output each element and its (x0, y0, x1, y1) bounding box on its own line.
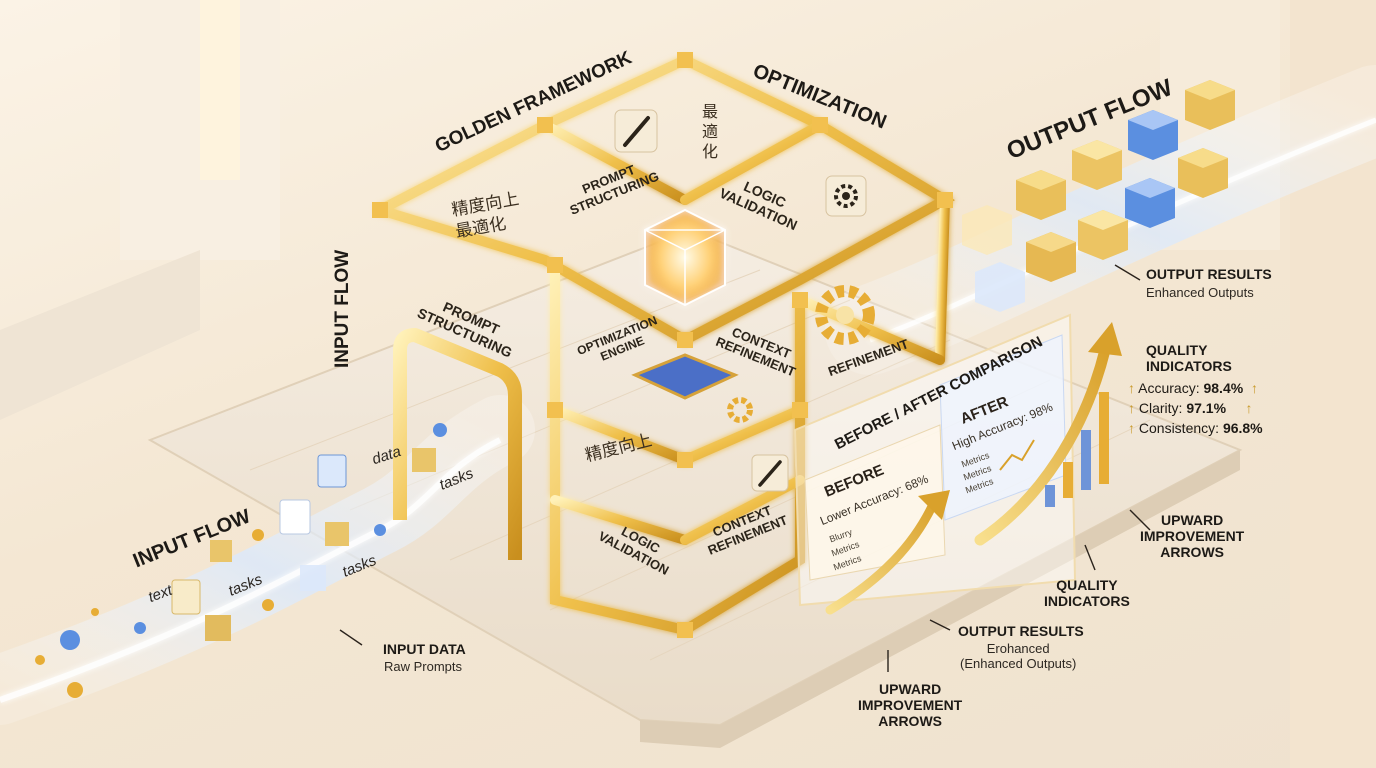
output-cube (975, 262, 1025, 312)
up-arrow-icon: ↑ (1128, 380, 1135, 396)
chip-icon (631, 353, 739, 400)
output-cube (1178, 148, 1228, 198)
input-data-title: INPUT DATA (383, 641, 466, 657)
growth-arrow-icon (974, 344, 1111, 546)
golden-cube-frame (375, 54, 956, 636)
document-icon (279, 499, 311, 535)
quality-indicators-title: QUALITY INDICATORS (1146, 342, 1232, 374)
cube-icon (300, 565, 326, 591)
upward-arrows-callout-right: UPWARD IMPROVEMENT ARROWS (1140, 512, 1245, 560)
quality-row-accuracy: ↑ Accuracy: 98.4% ↑ (1128, 380, 1258, 396)
output-cubes (962, 80, 1235, 312)
input-flow-core (0, 437, 502, 703)
brush-icon-lower (751, 454, 789, 492)
up-arrow-icon: ↑ (1128, 420, 1135, 436)
up-arrow-icon: ↑ (1128, 400, 1135, 416)
brush-icon (614, 109, 658, 153)
up-arrow-icon: ↑ (1229, 400, 1253, 416)
output-cube (962, 205, 1012, 255)
document-icon (171, 579, 201, 615)
growth-arrow-icon (825, 495, 940, 615)
cube-icon (325, 522, 349, 546)
comparison-panel (793, 313, 1122, 615)
input-data-sub: Raw Prompts (384, 659, 463, 674)
main-platform (147, 228, 1243, 727)
output-cube (1078, 210, 1128, 260)
cube-icon (412, 448, 436, 472)
output-results-lower-title: OUTPUT RESULTS (958, 623, 1084, 639)
upward-arrows-callout-lower: UPWARD IMPROVEMENT ARROWS (858, 681, 963, 729)
gear-icon-gold (815, 285, 875, 345)
output-cube (1185, 80, 1235, 130)
globe-icon (60, 630, 80, 650)
quality-row-consistency: ↑ Consistency: 96.8% (1128, 420, 1263, 436)
document-icon (317, 454, 347, 488)
gear-icon-small (727, 397, 753, 423)
up-arrow-icon: ↑ (1247, 380, 1258, 396)
cjk-top-right: 最 適 化 (702, 102, 719, 161)
output-cube (1016, 170, 1066, 220)
output-results-sub: Enhanced Outputs (1146, 285, 1254, 300)
output-cube (1125, 178, 1175, 228)
input-flow-vertical-label: INPUT FLOW (332, 249, 353, 368)
gear-icon (825, 175, 867, 217)
glowing-core-cube (644, 208, 726, 307)
cube-icon (210, 540, 232, 562)
output-results-title: OUTPUT RESULTS (1146, 266, 1272, 282)
output-results-lower-sub: Erohanced (Enhanced Outputs) (960, 641, 1077, 671)
input-flow-items (35, 423, 447, 698)
callout-leaders (339, 264, 1151, 672)
input-gateway (393, 328, 522, 560)
quality-row-clarity: ↑ Clarity: 97.1% ↑ (1128, 400, 1253, 416)
output-cube (1072, 140, 1122, 190)
quality-indicators-callout-lower: QUALITY INDICATORS (1044, 577, 1130, 609)
output-cube (1128, 110, 1178, 160)
cube-joints (372, 52, 953, 638)
cube-icon (205, 615, 231, 641)
output-cube (1026, 232, 1076, 282)
